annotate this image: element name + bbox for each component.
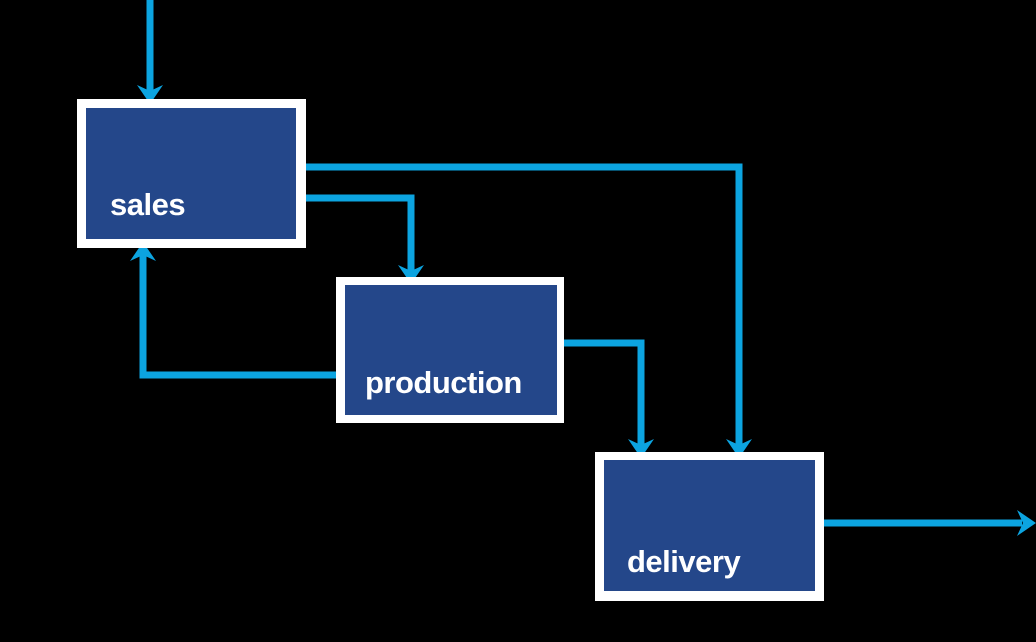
production-label: production [365,365,522,400]
sales-label: sales [110,187,185,222]
arrowhead-down-icon [137,85,163,104]
arrow-production-to-sales [130,242,336,379]
sales-box-fill [86,108,296,239]
arrow-sales-to-production [296,194,424,284]
delivery-box-fill [604,460,815,591]
arrowhead-down-icon [398,265,424,284]
sales-box: sales [77,99,306,248]
arrow-shaft [139,254,336,379]
delivery-label: delivery [627,544,741,579]
arrowhead-right-icon [1017,510,1036,536]
production-box: production [336,277,564,423]
arrow-delivery-to-output [818,510,1036,536]
arrow-production-to-delivery [557,339,654,458]
delivery-box: delivery [595,452,824,601]
arrowhead-down-icon [726,439,752,458]
arrow-shaft [296,163,743,446]
arrowhead-up-icon [130,242,156,261]
arrowhead-down-icon [628,439,654,458]
arrow-shaft [557,339,645,446]
arrow-sales-to-delivery [296,163,752,458]
arrow-input-to-sales [137,0,163,104]
arrow-shaft [296,194,415,272]
production-box-fill [345,285,557,415]
